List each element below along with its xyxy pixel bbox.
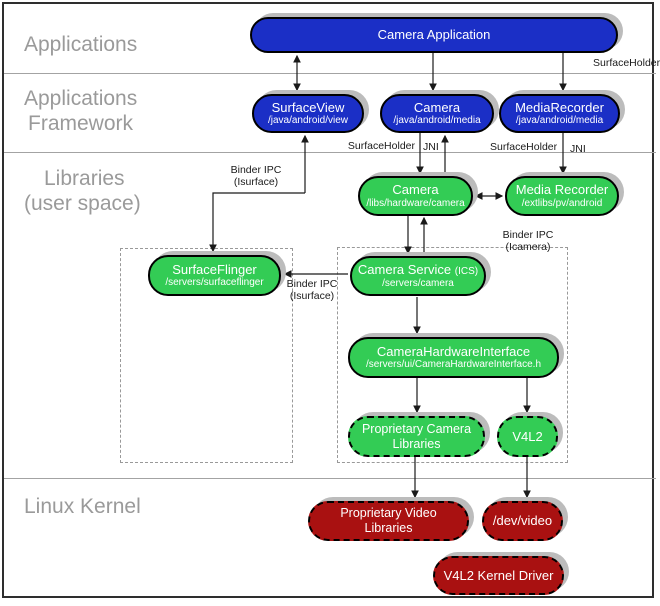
separator-framework-libraries xyxy=(4,152,656,153)
label-binder-isurface-a-line1: Binder IPC xyxy=(230,164,282,176)
layer-label-applications-text: Applications xyxy=(24,33,138,56)
node-proprietary-video-libs-line1: Proprietary Video xyxy=(340,506,437,521)
node-mediarecorder-lib-subtitle: /extlibs/pv/android xyxy=(521,197,603,209)
node-camera-application-title: Camera Application xyxy=(377,27,491,43)
layer-label-framework-line2: Framework xyxy=(28,112,134,135)
node-surfaceflinger-title: SurfaceFlinger xyxy=(172,261,257,277)
node-mediarecorder-lib: Media Recorder /extlibs/pv/android xyxy=(505,176,619,216)
label-surfaceholder-mediarecorder: SurfaceHolder xyxy=(490,141,558,153)
node-dev-video-title: /dev/video xyxy=(492,513,553,529)
group-rect-icamera xyxy=(337,247,568,463)
layer-label-libraries: Libraries (user space) xyxy=(24,166,141,216)
node-v4l2: V4L2 xyxy=(497,416,558,457)
node-mediarecorder-java: MediaRecorder /java/android/media xyxy=(499,94,620,133)
node-camera-java-subtitle: /java/android/media xyxy=(393,115,481,127)
layer-label-framework-line1: Applications xyxy=(24,87,138,110)
label-jni-mediarecorder: JNI xyxy=(570,143,586,155)
node-dev-video: /dev/video xyxy=(482,501,563,541)
node-surfaceflinger: SurfaceFlinger /servers/surfaceflinger xyxy=(148,255,281,296)
label-binder-icamera-line1: Binder IPC xyxy=(502,229,554,241)
group-rect-isurface xyxy=(120,248,293,463)
separator-applications-framework xyxy=(4,73,656,74)
node-v4l2-kernel-driver-title: V4L2 Kernel Driver xyxy=(443,567,554,583)
node-surfaceflinger-subtitle: /servers/surfaceflinger xyxy=(165,277,264,289)
node-proprietary-camera-libs: Proprietary Camera Libraries xyxy=(348,416,485,457)
node-camera-service-title: Camera Service (ICS) xyxy=(358,262,478,278)
layer-label-libraries-line1: Libraries xyxy=(44,167,125,190)
label-jni-camera: JNI xyxy=(423,141,439,153)
diagram-border xyxy=(2,2,654,598)
node-mediarecorder-lib-title: Media Recorder xyxy=(515,182,609,198)
node-mediarecorder-java-subtitle: /java/android/media xyxy=(515,115,604,127)
label-binder-isurface-b-line1: Binder IPC xyxy=(286,278,338,290)
node-camera-service: Camera Service (ICS) /servers/camera xyxy=(350,256,486,296)
node-proprietary-camera-libs-line2: Libraries xyxy=(392,436,441,451)
label-surfaceholder-camera: SurfaceHolder xyxy=(347,140,415,152)
label-surfaceholder-top: SurfaceHolder xyxy=(593,57,660,69)
node-camera-hw-interface-title: CameraHardwareInterface xyxy=(376,343,531,359)
node-camera-hw-interface-subtitle: /servers/ui/CameraHardwareInterface.h xyxy=(365,359,542,371)
label-binder-isurface-a-line2: (Isurface) xyxy=(233,176,279,188)
node-camera-hw-interface: CameraHardwareInterface /servers/ui/Came… xyxy=(348,337,559,378)
node-camera-lib-title: Camera xyxy=(392,182,439,198)
label-binder-isurface-a: Binder IPC (Isurface) xyxy=(222,164,290,188)
node-camera-application: Camera Application xyxy=(250,17,618,53)
node-camera-service-title-suffix: (ICS) xyxy=(454,266,479,278)
layer-label-applications: Applications xyxy=(24,32,137,57)
node-camera-service-title-main: Camera Service xyxy=(357,262,452,278)
node-surfaceview-title: SurfaceView xyxy=(271,99,345,115)
node-v4l2-title: V4L2 xyxy=(512,428,543,444)
layer-label-libraries-line2: (user space) xyxy=(24,192,141,215)
node-proprietary-camera-libs-line1: Proprietary Camera xyxy=(361,421,472,436)
node-surfaceview-subtitle: /java/android/view xyxy=(267,115,349,127)
layer-label-kernel-text: Linux Kernel xyxy=(24,495,141,518)
label-binder-icamera-line2: (Icamera) xyxy=(505,241,551,253)
node-surfaceview: SurfaceView /java/android/view xyxy=(252,94,364,133)
node-v4l2-kernel-driver: V4L2 Kernel Driver xyxy=(433,556,564,595)
node-camera-java-title: Camera xyxy=(413,99,461,115)
layer-label-kernel: Linux Kernel xyxy=(24,494,141,519)
node-camera-lib-subtitle: /libs/hardware/camera xyxy=(366,197,465,209)
separator-libraries-kernel xyxy=(4,478,656,479)
label-binder-icamera: Binder IPC (Icamera) xyxy=(497,229,559,253)
layer-label-framework: Applications Framework xyxy=(24,86,137,136)
node-camera-service-subtitle: /servers/camera xyxy=(382,278,454,289)
label-binder-isurface-b-line2: (Isurface) xyxy=(289,290,335,302)
label-binder-isurface-b: Binder IPC (Isurface) xyxy=(282,278,342,302)
node-mediarecorder-java-title: MediaRecorder xyxy=(515,99,604,115)
node-proprietary-video-libs-line2: Libraries xyxy=(364,521,413,535)
node-camera-java: Camera /java/android/media xyxy=(380,94,494,133)
node-camera-lib: Camera /libs/hardware/camera xyxy=(358,176,473,216)
node-proprietary-video-libs: Proprietary Video Libraries xyxy=(308,501,469,541)
